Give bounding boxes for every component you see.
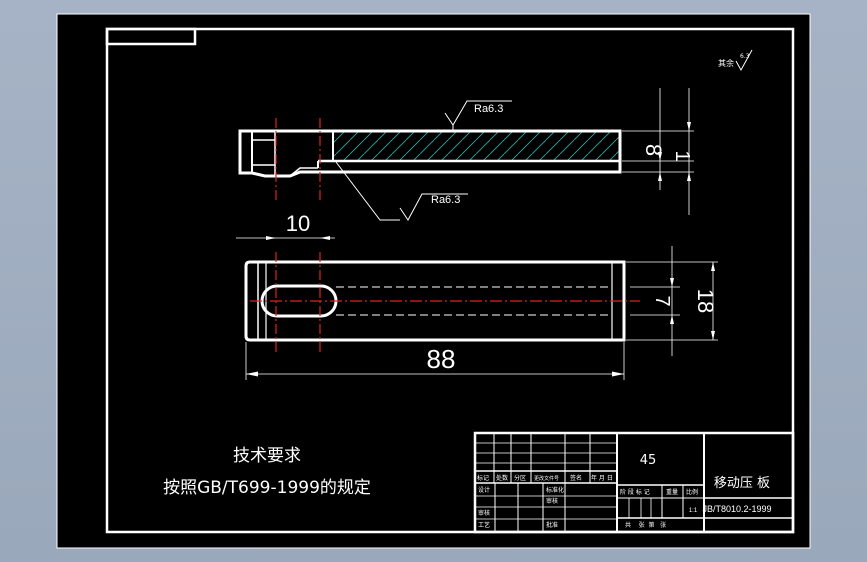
roughness-bottom-leader [335, 161, 400, 221]
tb-label-approve: 批准 [546, 521, 558, 529]
tb-standard-no: JB/T8010.2-1999 [702, 504, 771, 514]
tb-label-weight: 重量 [666, 488, 678, 496]
roughness-bottom-symbol [399, 193, 468, 221]
tb-label-designer: 设计 [478, 486, 490, 494]
roughness-general-value: 6.3 [740, 53, 750, 60]
tb-material: 45 [640, 453, 657, 468]
notes-body: 按照GB/T699-1999的规定 [163, 478, 371, 498]
notes-heading: 技术要求 [233, 446, 301, 466]
tb-label-sheets: 共 张 第 张 [625, 521, 666, 529]
dim-slot-offset: 10 [286, 211, 310, 236]
tb-label-signature: 签名 [570, 474, 582, 482]
tb-label-process: 工艺 [478, 521, 490, 529]
tb-label-audit: 审核 [546, 497, 558, 505]
tb-label-review: 审核 [478, 509, 490, 517]
drawing-viewport [56, 13, 811, 549]
dim-slot-width: 7 [651, 295, 673, 306]
tb-label-ratio: 比例 [686, 488, 698, 496]
tb-label-count: 处数 [496, 474, 508, 482]
tb-label-zone: 分区 [514, 474, 526, 482]
tb-label-stage-mark: 阶 段 标 记 [620, 488, 650, 496]
drawing-frame [105, 27, 795, 534]
top-view-outline [244, 260, 626, 342]
dim-width: 18 [693, 289, 718, 313]
frame-corner-box [105, 27, 197, 46]
title-block [473, 431, 795, 534]
tb-label-standardization: 标准化 [546, 486, 564, 494]
side-view: 8 1 Ra6.3 Ra6.3 10 [236, 88, 694, 240]
tb-label-mark: 标记 [477, 474, 489, 482]
side-view-outline [238, 129, 622, 178]
tb-scale: 1:1 [689, 508, 698, 514]
dim-length: 88 [427, 344, 456, 374]
roughness-top-symbol [444, 100, 512, 126]
side-view-hatch [333, 131, 620, 161]
roughness-general-symbol [735, 49, 753, 72]
tb-part-name: 移动压 板 [714, 476, 770, 491]
dim-side-step: 1 [671, 150, 693, 161]
roughness-general-label: 其余 [718, 58, 734, 68]
roughness-top-label: Ra6.3 [474, 103, 503, 115]
top-view: 18 7 88 [244, 246, 718, 380]
side-view-chamfer [289, 167, 318, 177]
dim-side-thickness: 8 [641, 144, 666, 156]
tb-label-date: 年 月 日 [591, 474, 613, 482]
roughness-bottom-label: Ra6.3 [431, 194, 460, 206]
tb-label-change-doc: 更改文件号 [534, 475, 559, 482]
